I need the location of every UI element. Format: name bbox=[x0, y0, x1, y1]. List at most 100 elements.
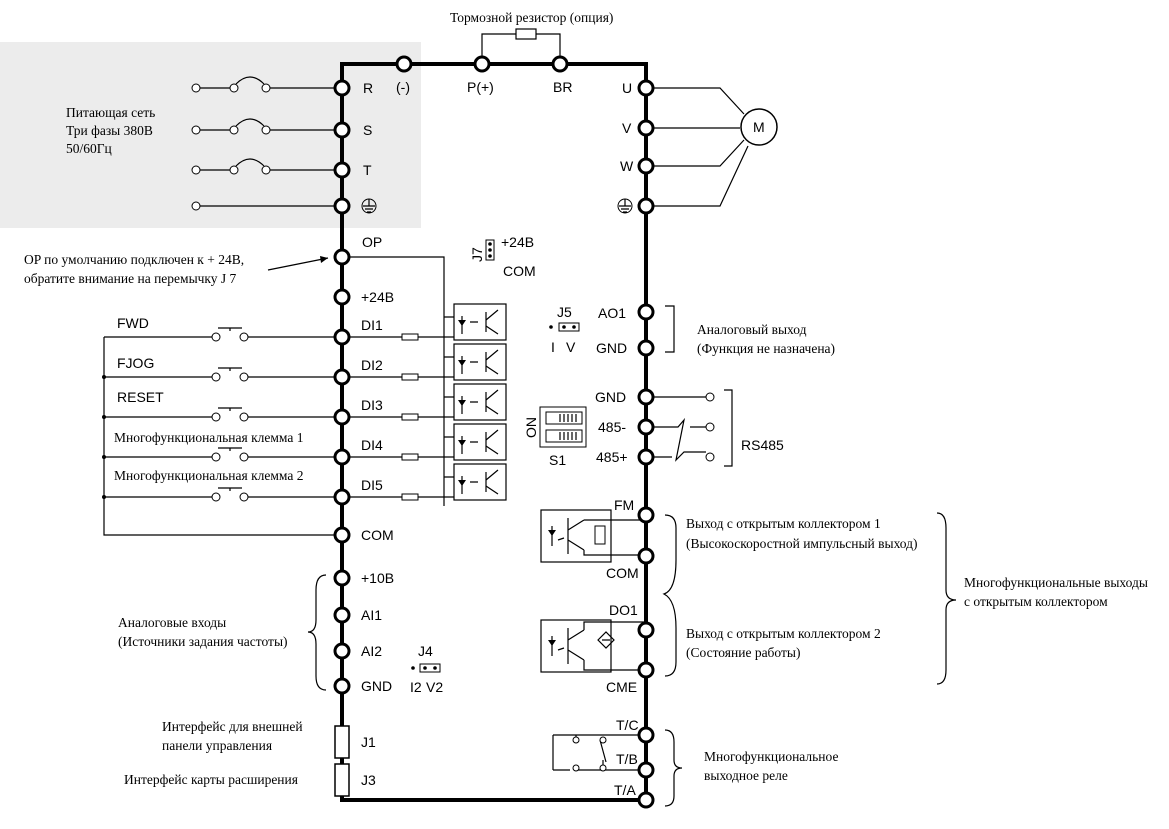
terminal-ai1[interactable] bbox=[333, 606, 351, 624]
supply-label-2: Три фазы 380В bbox=[66, 123, 153, 138]
terminal-ta[interactable] bbox=[637, 791, 655, 809]
label-w: W bbox=[620, 158, 634, 174]
terminal-gnd-ao[interactable] bbox=[637, 339, 655, 357]
motor-wiring: M U V W bbox=[617, 79, 778, 215]
label-tc: T/C bbox=[616, 717, 639, 733]
label-gnd-analog: GND bbox=[361, 678, 392, 694]
j3-connector[interactable] bbox=[334, 763, 350, 797]
terminal-op[interactable] bbox=[333, 248, 351, 266]
rs485-port: GND 485- 485+ RS485 bbox=[595, 388, 784, 467]
relay-label-2: выходное реле bbox=[704, 768, 788, 783]
j5-i-label: I bbox=[551, 339, 555, 355]
label-485-minus: 485- bbox=[598, 419, 626, 435]
label-do1: DO1 bbox=[609, 602, 638, 618]
label-10v: +10В bbox=[361, 570, 394, 586]
terminal-s[interactable] bbox=[333, 121, 351, 139]
terminal-br[interactable] bbox=[551, 55, 569, 73]
terminal-pe-left[interactable] bbox=[333, 197, 351, 215]
multi-oc-brace bbox=[936, 512, 957, 685]
terminal-com[interactable] bbox=[333, 526, 351, 544]
terminal-di2[interactable] bbox=[333, 368, 351, 386]
terminal-r[interactable] bbox=[333, 79, 351, 97]
relay-label-1: Многофункциональное bbox=[704, 749, 838, 764]
label-di5: DI5 bbox=[361, 477, 383, 493]
power-area-shade bbox=[0, 42, 421, 228]
relay-brace bbox=[664, 729, 683, 807]
j4-jumper: J4 I2 V2 bbox=[410, 643, 443, 695]
terminal-tb[interactable] bbox=[637, 761, 655, 779]
oc2-label-2: (Состояние работы) bbox=[686, 645, 800, 660]
label-ao1: AO1 bbox=[598, 305, 626, 321]
exp-card-label: Интерфейс карты расширения bbox=[124, 772, 298, 787]
analog-in-label-1: Аналоговые входы bbox=[118, 615, 226, 630]
terminal-w[interactable] bbox=[637, 157, 655, 175]
label-r: R bbox=[363, 80, 373, 96]
oc1-label-1: Выход с открытым коллектором 1 bbox=[686, 516, 881, 531]
terminal-p[interactable] bbox=[473, 55, 491, 73]
label-di3: DI3 bbox=[361, 397, 383, 413]
ao-label-2: (Функция не назначена) bbox=[697, 341, 835, 356]
rs485-label: RS485 bbox=[741, 437, 784, 453]
motor-symbol bbox=[740, 108, 778, 146]
oc1-label-2: (Высокоскоростной импульсный выход) bbox=[686, 536, 918, 551]
terminal-v[interactable] bbox=[637, 119, 655, 137]
terminal-gnd-485[interactable] bbox=[637, 388, 655, 406]
supply-label-3: 50/60Гц bbox=[66, 141, 112, 156]
op-note-line-2: обратите внимание на перемычку J 7 bbox=[24, 271, 237, 286]
terminal-di1[interactable] bbox=[333, 328, 351, 346]
j5-label: J5 bbox=[557, 304, 572, 320]
terminal-485-plus[interactable] bbox=[637, 448, 655, 466]
left-power-terminals: R S T bbox=[333, 79, 377, 215]
j4-connector bbox=[419, 663, 441, 673]
ground-icon bbox=[617, 198, 633, 214]
terminal-24v[interactable] bbox=[333, 288, 351, 306]
label-v: V bbox=[622, 120, 632, 136]
label-24v: +24В bbox=[361, 289, 394, 305]
input-fjog-label: FJOG bbox=[117, 355, 154, 371]
j1-connector[interactable] bbox=[334, 725, 350, 759]
terminal-cme[interactable] bbox=[637, 661, 655, 679]
j7-bottom-label: COM bbox=[503, 263, 536, 279]
terminal-485-minus[interactable] bbox=[637, 418, 655, 436]
label-j3: J3 bbox=[361, 772, 376, 788]
label-di2: DI2 bbox=[361, 357, 383, 373]
terminal-pe-right[interactable] bbox=[637, 197, 655, 215]
j7-label: J7 bbox=[469, 247, 485, 262]
ext-panel-label-2: панели управления bbox=[162, 738, 272, 753]
j4-v2-label: V2 bbox=[426, 679, 443, 695]
s1-switch: ON S1 bbox=[523, 406, 587, 468]
label-485-plus: 485+ bbox=[596, 449, 628, 465]
terminal-ao1[interactable] bbox=[637, 303, 655, 321]
brake-resistor-wire bbox=[481, 33, 561, 64]
terminal-do1[interactable] bbox=[637, 621, 655, 639]
label-ai1: AI1 bbox=[361, 607, 382, 623]
ext-panel-label-1: Интерфейс для внешней bbox=[162, 719, 303, 734]
terminal-di3[interactable] bbox=[333, 408, 351, 426]
terminal-com-oc[interactable] bbox=[637, 547, 655, 565]
terminal-di4[interactable] bbox=[333, 448, 351, 466]
analog-brace bbox=[307, 574, 327, 691]
j5-v-label: V bbox=[566, 339, 576, 355]
di-optocouplers bbox=[342, 303, 507, 501]
terminal-fm[interactable] bbox=[637, 506, 655, 524]
terminal-t[interactable] bbox=[333, 161, 351, 179]
terminal-di5[interactable] bbox=[333, 488, 351, 506]
terminal-u[interactable] bbox=[637, 79, 655, 97]
j4-label: J4 bbox=[418, 643, 433, 659]
terminal-10v[interactable] bbox=[333, 569, 351, 587]
dc-terminals: (-) P(+) BR bbox=[395, 55, 572, 95]
label-di1: DI1 bbox=[361, 317, 383, 333]
input-mf1-label: Многофункциональная клемма 1 bbox=[114, 430, 304, 445]
j5-jumper: J5 I V bbox=[549, 304, 580, 355]
terminal-minus[interactable] bbox=[395, 55, 413, 73]
ao-output: AO1 GND bbox=[596, 303, 675, 357]
label-op: OP bbox=[362, 234, 382, 250]
terminal-tc[interactable] bbox=[637, 726, 655, 744]
label-ai2: AI2 bbox=[361, 643, 382, 659]
terminal-gnd-analog[interactable] bbox=[333, 677, 351, 695]
input-mf2-label: Многофункциональная клемма 2 bbox=[114, 468, 304, 483]
oc2-label-1: Выход с открытым коллектором 2 bbox=[686, 626, 881, 641]
analog-in-label-2: (Источники задания частоты) bbox=[118, 634, 288, 649]
terminal-ai2[interactable] bbox=[333, 642, 351, 660]
label-s: S bbox=[363, 122, 372, 138]
